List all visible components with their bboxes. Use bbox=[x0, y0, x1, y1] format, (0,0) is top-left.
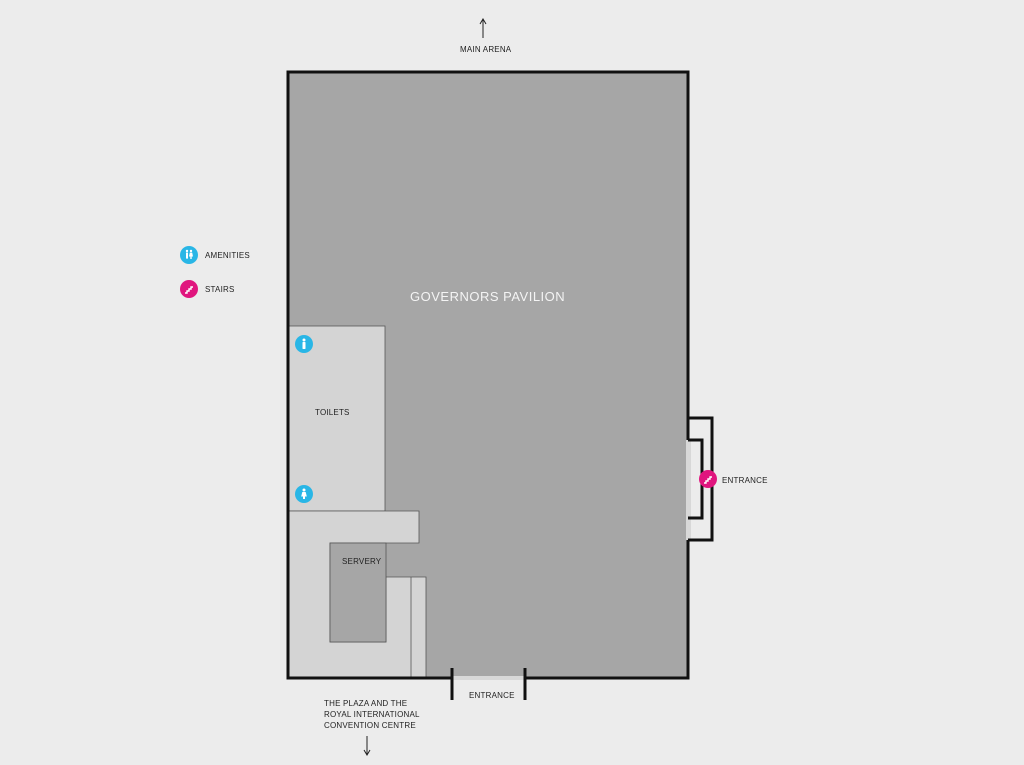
servery-counter bbox=[329, 542, 387, 643]
stairs-legend-label: STAIRS bbox=[205, 284, 235, 294]
building-title: GOVERNORS PAVILION bbox=[410, 289, 566, 304]
amenities-legend-label: AMENITIES bbox=[205, 250, 250, 260]
outer-wall bbox=[286, 70, 690, 680]
south-arrow-head bbox=[363, 749, 371, 756]
female-toilet-icon bbox=[295, 485, 313, 503]
male-toilet-icon bbox=[295, 335, 313, 353]
south-entrance-opening bbox=[452, 676, 525, 680]
south-entrance-label: ENTRANCE bbox=[469, 691, 515, 700]
north-arrow-head bbox=[479, 18, 487, 25]
plaza-label-line-1: THE PLAZA AND THE bbox=[324, 699, 408, 708]
legend-amenities: AMENITIES bbox=[180, 246, 250, 264]
legend-stairs: STAIRS bbox=[180, 280, 235, 298]
toilets-room bbox=[287, 325, 386, 512]
servery-label: SERVERY bbox=[342, 557, 382, 566]
stairs-icon bbox=[180, 280, 198, 298]
east-entrance-label: ENTRANCE bbox=[722, 476, 768, 485]
main-arena-label: MAIN ARENA bbox=[460, 45, 512, 54]
plaza-label-line-2: ROYAL INTERNATIONAL bbox=[324, 710, 420, 719]
toilets-label: TOILETS bbox=[315, 408, 350, 417]
east-entrance-opening bbox=[686, 440, 691, 540]
plaza-label-line-3: CONVENTION CENTRE bbox=[324, 721, 416, 730]
stairs-icon-entrance bbox=[699, 470, 717, 488]
amenities-icon bbox=[180, 246, 198, 264]
plaza-direction-label: THE PLAZA AND THE ROYAL INTERNATIONAL CO… bbox=[324, 698, 420, 731]
